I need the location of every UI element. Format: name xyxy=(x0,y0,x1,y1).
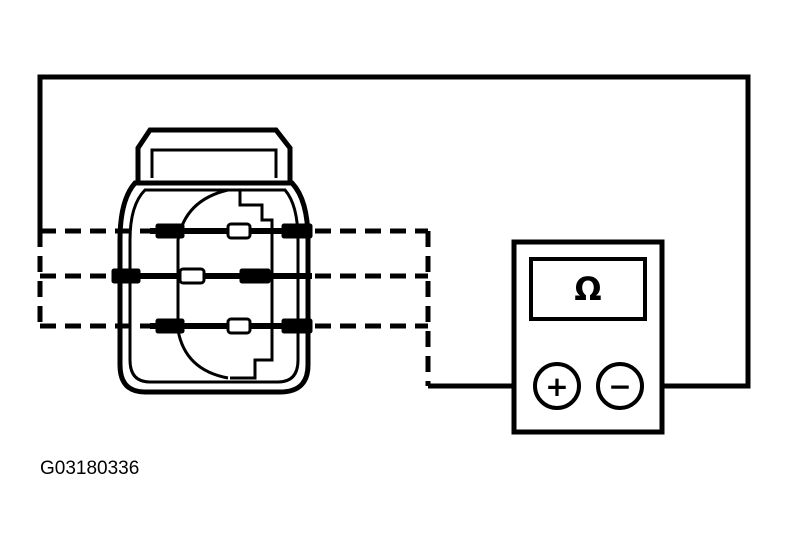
connector-terminals xyxy=(111,222,313,335)
meter-display xyxy=(529,257,647,321)
test-lead-wire-outer xyxy=(37,74,751,389)
meter-display-symbol: Ω xyxy=(574,270,601,308)
diagram-id-caption: G03180336 xyxy=(40,458,140,479)
positive-terminal-symbol: + xyxy=(545,370,568,403)
connector-icon xyxy=(117,127,311,395)
ohmmeter-icon: Ω + − xyxy=(511,239,665,435)
positive-terminal xyxy=(533,362,581,410)
negative-terminal-symbol: − xyxy=(608,370,631,403)
harness-wires-dashed xyxy=(37,228,431,386)
negative-terminal xyxy=(596,362,644,410)
